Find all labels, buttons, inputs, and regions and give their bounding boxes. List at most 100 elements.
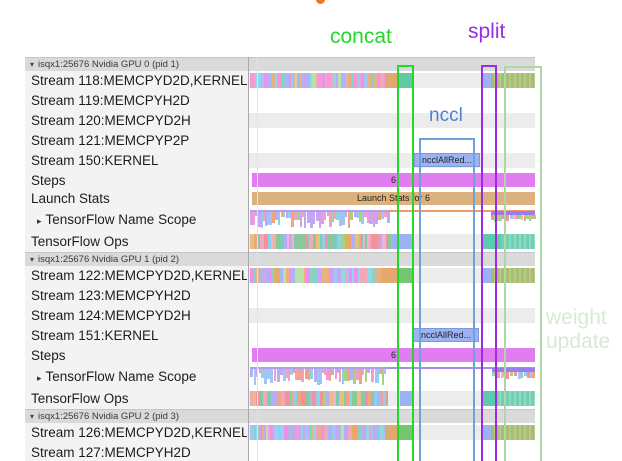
- collapse-arrow-icon[interactable]: ▾: [30, 60, 35, 69]
- trace-segment[interactable]: [385, 425, 397, 440]
- collapse-arrow-icon[interactable]: ▾: [30, 412, 35, 421]
- dense-tick: [288, 425, 290, 440]
- trace-segment[interactable]: [400, 391, 413, 406]
- dense-tick: [322, 73, 325, 88]
- flame-tick: [497, 215, 500, 221]
- dense-tick: [381, 391, 383, 406]
- flame-tick: [305, 369, 308, 379]
- flame-tick: [331, 369, 334, 375]
- dense-tick: [314, 268, 318, 283]
- dense-tick: [344, 425, 348, 440]
- flame-tick: [357, 212, 359, 218]
- trace-striped-band[interactable]: [491, 73, 535, 88]
- trace-segment[interactable]: [397, 268, 413, 283]
- dense-tick: [373, 425, 375, 440]
- trace-striped-band[interactable]: [501, 234, 535, 249]
- trace-event-bar[interactable]: ncclAllRed...: [413, 328, 479, 342]
- trace-segment[interactable]: [481, 268, 491, 283]
- dense-tick: [318, 73, 322, 88]
- dense-tick: [371, 234, 375, 249]
- trace-striped-band[interactable]: [491, 425, 535, 440]
- flame-tick: [252, 212, 255, 225]
- flame-tick: [356, 369, 359, 380]
- flame-tick: [353, 369, 356, 384]
- flame-tick: [382, 369, 384, 385]
- flame-tick: [371, 212, 373, 224]
- expand-arrow-icon[interactable]: ▸: [37, 216, 42, 226]
- dense-tick: [316, 425, 318, 440]
- namescope-topline: [250, 210, 388, 212]
- dense-tick: [250, 73, 254, 88]
- flame-tick: [521, 372, 523, 378]
- dense-tick: [304, 268, 306, 283]
- flame-tick: [264, 369, 267, 384]
- track-label: Stream 126:MEMCPYD2D,KERNEL,MI: [31, 425, 247, 440]
- track-label: Stream 119:MEMCPYH2D: [31, 93, 190, 108]
- dense-tick: [326, 391, 329, 406]
- dense-tick: [259, 391, 263, 406]
- dense-tick: [316, 391, 320, 406]
- dense-tick: [275, 425, 278, 440]
- trace-striped-band[interactable]: [491, 268, 535, 283]
- dense-tick: [275, 73, 277, 88]
- flame-tick: [272, 212, 275, 223]
- collapse-arrow-icon[interactable]: ▾: [30, 255, 35, 264]
- flame-tick: [327, 212, 329, 216]
- dense-tick: [341, 234, 345, 249]
- dense-tick: [291, 268, 295, 283]
- expand-arrow-icon[interactable]: ▸: [37, 373, 42, 383]
- dense-tick: [289, 268, 291, 283]
- section-header[interactable]: ▾isqx1:25676 Nvidia GPU 2 (pid 3): [25, 409, 535, 423]
- dense-tick: [363, 268, 367, 283]
- dense-tick: [382, 234, 386, 249]
- flame-tick: [362, 369, 364, 375]
- trace-event-bar[interactable]: 6: [252, 173, 535, 187]
- flame-tick: [295, 369, 298, 380]
- dense-tick: [325, 73, 327, 88]
- trace-event-bar[interactable]: Launch Stats for 6: [252, 192, 535, 205]
- trace-segment[interactable]: [481, 73, 491, 88]
- flame-tick: [307, 212, 310, 223]
- trace-segment[interactable]: [397, 425, 413, 440]
- dense-tick: [337, 268, 341, 283]
- trace-segment[interactable]: [397, 73, 413, 88]
- dense-tick: [304, 73, 308, 88]
- concat-annotation-label: concat: [330, 25, 392, 48]
- dense-tick: [281, 391, 285, 406]
- section-header[interactable]: ▾isqx1:25676 Nvidia GPU 0 (pid 1): [25, 57, 535, 71]
- dense-tick: [297, 73, 300, 88]
- flame-tick: [250, 369, 253, 377]
- split-annotation-box: [481, 65, 497, 461]
- concat-annotation-box: [397, 65, 414, 461]
- dense-tick: [289, 391, 291, 406]
- dense-tick: [274, 391, 277, 406]
- dense-tick: [336, 391, 339, 406]
- trace-segment[interactable]: [481, 425, 491, 440]
- dense-tick: [327, 73, 331, 88]
- dense-tick: [286, 268, 289, 283]
- track-label: Stream 123:MEMCPYH2D: [31, 288, 191, 303]
- trace-segment[interactable]: [385, 73, 397, 88]
- flame-tick: [378, 212, 381, 220]
- dense-tick: [359, 234, 361, 249]
- dense-tick: [325, 268, 329, 283]
- trace-event-bar[interactable]: 6: [252, 348, 535, 362]
- dense-tick: [379, 234, 382, 249]
- dense-tick: [364, 73, 368, 88]
- dense-tick: [277, 391, 281, 406]
- trace-event-bar[interactable]: ncclAllRed...: [414, 153, 480, 167]
- dense-tick: [355, 234, 359, 249]
- trace-segment[interactable]: [385, 268, 397, 283]
- dense-tick: [374, 73, 378, 88]
- trace-segment[interactable]: [482, 391, 496, 406]
- dense-tick: [250, 268, 253, 283]
- dense-tick: [273, 234, 276, 249]
- section-header[interactable]: ▾isqx1:25676 Nvidia GPU 1 (pid 2): [25, 252, 535, 266]
- flame-tick: [320, 369, 322, 384]
- flame-tick: [345, 212, 347, 217]
- dense-tick: [278, 425, 281, 440]
- dense-tick: [325, 234, 327, 249]
- dense-tick: [329, 391, 331, 406]
- dense-tick: [321, 425, 324, 440]
- dense-tick: [295, 425, 299, 440]
